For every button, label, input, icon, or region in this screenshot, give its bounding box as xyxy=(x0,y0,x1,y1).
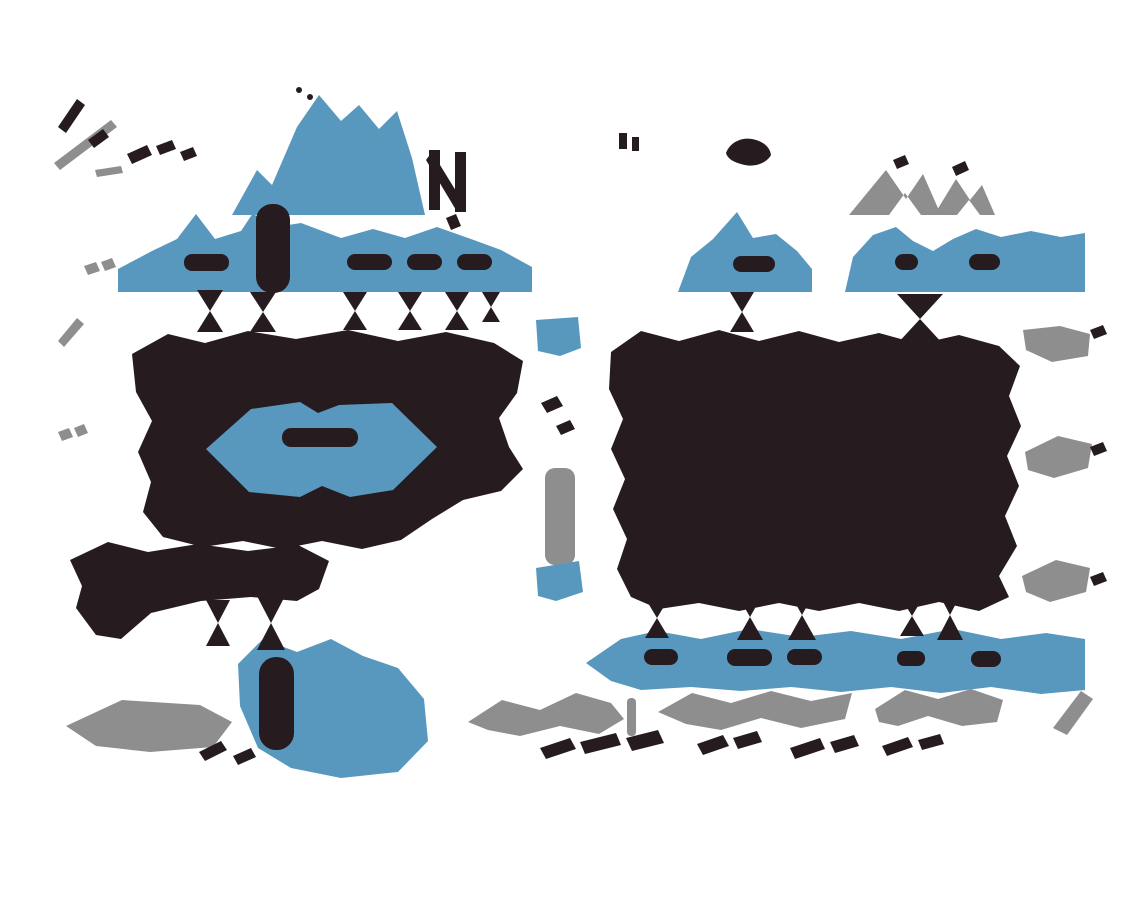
hourglass-connector xyxy=(730,292,754,332)
pill-node-h xyxy=(644,649,678,665)
pill-node-c xyxy=(407,254,442,270)
blue-band-bottom xyxy=(586,629,1085,694)
glyph-row-bottom xyxy=(790,738,825,759)
glyph-mark-lower-left-a xyxy=(199,741,227,761)
vertical-bar-center xyxy=(545,468,575,565)
speck-top-right-a xyxy=(893,155,909,169)
pill-node-g xyxy=(969,254,1000,270)
tick-mark-mid-left-b xyxy=(74,424,88,437)
speck-right-edge-c xyxy=(1090,572,1107,586)
blue-band-upper-right xyxy=(845,227,1085,292)
gray-accents-layer xyxy=(54,120,1093,752)
hourglass-connector xyxy=(197,290,223,332)
glyph-row-bottom xyxy=(697,735,729,755)
ink-blob-top-mid xyxy=(726,138,771,166)
wing-right-edge-c xyxy=(1022,560,1090,602)
hourglass-connector xyxy=(482,292,500,322)
blue-band-upper-mid xyxy=(678,212,812,292)
blue-mountain-top-left xyxy=(232,95,425,215)
glyph-row-bottom xyxy=(733,731,762,749)
glyph-row-bottom xyxy=(540,738,576,759)
glyph-row-bottom xyxy=(882,737,913,756)
zigzag-peak-right-a xyxy=(849,170,941,215)
tick-mark-left-a xyxy=(84,262,100,275)
blue-band-upper-left xyxy=(118,213,532,292)
wave-band-bottom-a xyxy=(468,693,624,736)
glyph-row-bottom xyxy=(626,730,664,751)
hourglass-connector xyxy=(343,292,367,330)
hourglass-connector xyxy=(445,292,469,330)
hourglass-connector xyxy=(645,598,669,638)
zigzag-peak-right-b xyxy=(934,179,995,215)
pill-node-b xyxy=(347,254,392,270)
speck-center-b xyxy=(556,420,575,435)
gray-overlay-layer xyxy=(545,326,1092,602)
wave-band-bottom-c xyxy=(875,689,1003,726)
ink-stroke-top-left-a xyxy=(58,99,85,133)
glyph-speck-top-b xyxy=(156,140,176,155)
glyph-row-bottom xyxy=(580,733,621,754)
hourglass-connector xyxy=(900,596,924,636)
hourglass-connector-large xyxy=(897,294,943,344)
blue-flag-center xyxy=(536,317,581,356)
hourglass-connector xyxy=(250,292,276,332)
tick-bar-bottom-center xyxy=(627,698,636,736)
pill-node-l xyxy=(971,651,1001,667)
speck-right-edge-a xyxy=(1090,325,1107,339)
hourglass-connector xyxy=(737,594,763,640)
glyph-row-bottom xyxy=(830,735,859,753)
capsule-node-upper xyxy=(256,204,290,293)
pill-node-a xyxy=(184,254,229,271)
glyph-row-bottom xyxy=(918,734,944,750)
tick-mark-mid-left-a xyxy=(58,428,73,441)
blue-double-arrow-mid-left xyxy=(206,402,437,497)
hourglass-connector xyxy=(788,590,816,640)
glyph-mark-lower-left-b xyxy=(233,748,256,765)
hourglass-connector xyxy=(398,292,422,330)
wing-right-edge-a xyxy=(1023,326,1090,362)
pill-node-e xyxy=(733,256,775,272)
dot-above-mountain-a xyxy=(296,87,302,93)
pill-node-d xyxy=(457,254,492,270)
glyph-speck-top-a xyxy=(127,145,152,164)
glyph-speck-top-c xyxy=(180,147,197,161)
speck-right-edge-b xyxy=(1090,442,1107,456)
speck-top-right-b xyxy=(952,161,969,176)
ink-mass-lower-left xyxy=(70,542,329,639)
diagonal-stroke-bottom-right xyxy=(1053,691,1093,735)
tick-top-mid-a xyxy=(619,133,627,149)
pill-node-i xyxy=(727,649,772,666)
blue-chevron-center-low xyxy=(536,561,583,601)
tick-mark-left-b xyxy=(101,258,116,271)
speck-center-a xyxy=(541,396,563,413)
pill-node-center xyxy=(282,428,358,447)
tick-stroke-top-left xyxy=(95,166,123,177)
wave-band-lower-left xyxy=(66,700,232,752)
diagonal-tick-mid-left xyxy=(58,318,84,347)
tick-top-mid-b xyxy=(632,137,639,151)
pill-node-k xyxy=(897,651,925,666)
ink-stroke-top-left-b xyxy=(88,129,109,148)
ink-mass-mid-right xyxy=(609,330,1021,611)
pill-node-f xyxy=(895,254,918,270)
blue-bands-layer xyxy=(118,95,1085,778)
hourglass-connector xyxy=(257,596,285,650)
capsule-node-lower xyxy=(259,657,294,750)
hourglass-connector xyxy=(206,600,230,646)
hourglass-connector xyxy=(937,590,963,640)
dark-foreground-layer xyxy=(58,87,1107,765)
wave-band-bottom-b xyxy=(658,691,852,730)
pill-node-j xyxy=(787,649,822,665)
stroke-n-diagonal xyxy=(426,152,464,210)
wing-right-edge-b xyxy=(1025,436,1092,478)
dot-above-mountain-b xyxy=(307,94,313,100)
stroke-n-tail xyxy=(446,214,461,230)
